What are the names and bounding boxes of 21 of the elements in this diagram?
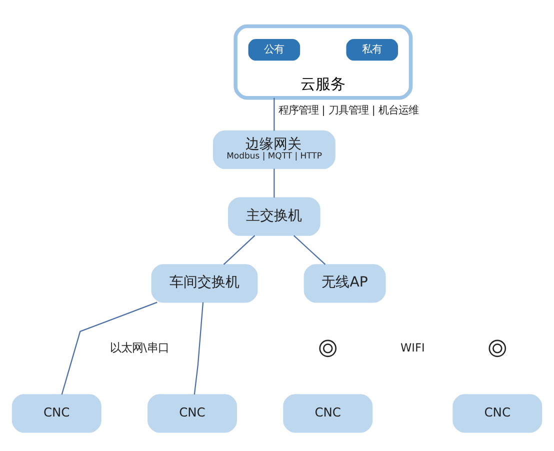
label: WIFI xyxy=(400,341,425,354)
connector xyxy=(223,235,256,265)
edge-label: 程序管理 | 刀具管理 | 机台运维 xyxy=(278,104,419,117)
node-box: 主交换机 xyxy=(228,197,320,236)
connector xyxy=(61,302,158,395)
connector xyxy=(293,235,326,265)
connector xyxy=(274,168,275,198)
node-box: CNC xyxy=(452,394,542,433)
node-box: 车间交换机 xyxy=(151,264,258,303)
node-box: CNC xyxy=(283,394,373,433)
node-antenna xyxy=(319,340,337,358)
node-box: 私有 xyxy=(346,39,398,61)
node-box: 边缘网关 Modbus | MQTT | HTTP xyxy=(212,130,336,169)
node-box: 无线AP xyxy=(304,264,386,303)
node-box: 公有 xyxy=(248,39,300,61)
label: 以太网\串口 xyxy=(110,341,169,354)
connector xyxy=(194,302,204,394)
node-box: CNC xyxy=(148,394,237,433)
node-box: CNC xyxy=(12,394,102,433)
connector xyxy=(274,98,275,131)
node-antenna xyxy=(488,340,506,358)
